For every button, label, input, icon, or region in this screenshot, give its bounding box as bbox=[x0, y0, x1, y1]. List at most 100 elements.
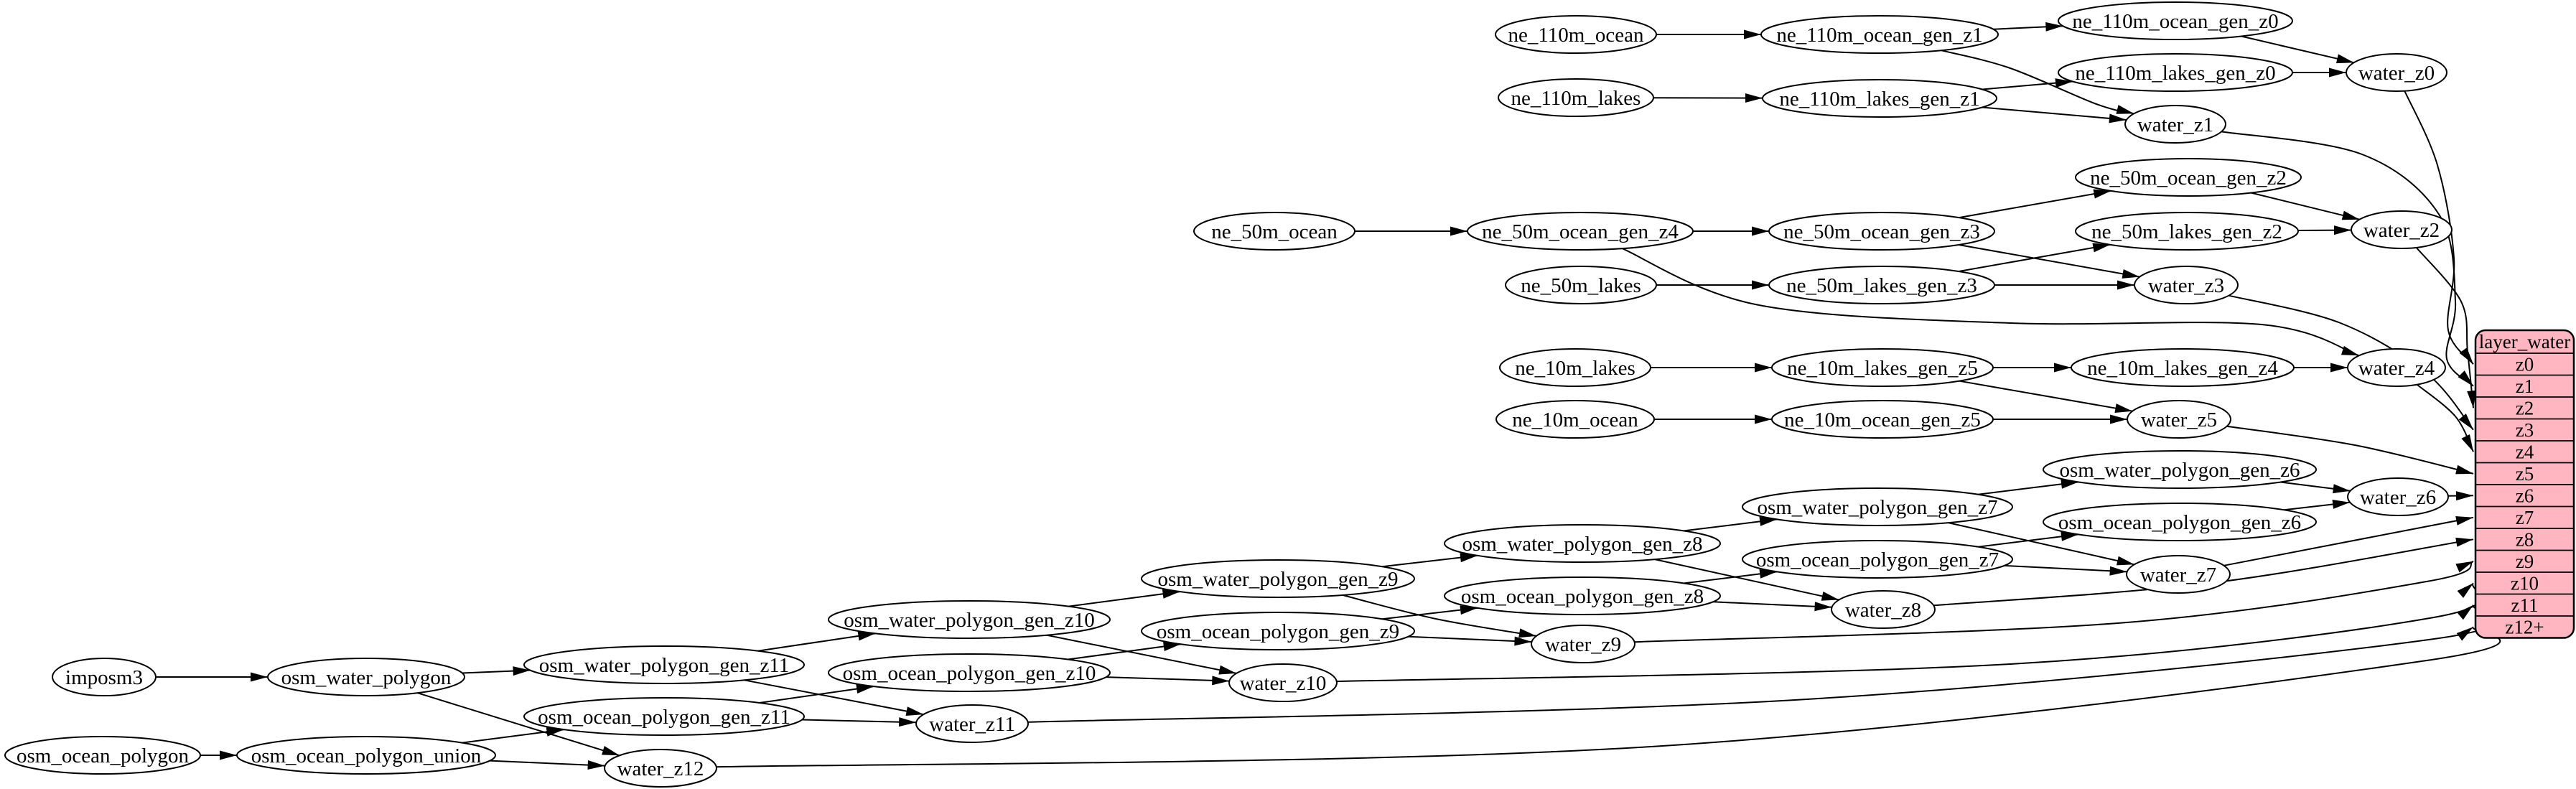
node-label: water_z1 bbox=[2137, 113, 2213, 136]
node-label: water_z5 bbox=[2141, 408, 2217, 431]
layer-water-row-z12plus: z12+ bbox=[2505, 616, 2544, 638]
node-ellipse bbox=[1228, 663, 1338, 702]
node-label: ne_50m_ocean_gen_z4 bbox=[1482, 220, 1679, 243]
node-ne_10m_lakes: ne_10m_lakes bbox=[1499, 348, 1651, 387]
edge-osm_water_polygon_gen_z8-to-water_z8 bbox=[1654, 559, 1839, 601]
edge-water_z4-to-layer_water-z4 bbox=[2416, 383, 2474, 452]
node-label: osm_ocean_polygon_gen_z10 bbox=[843, 662, 1096, 685]
edge-osm_ocean_polygon_gen_z8-to-osm_ocean_polygon_gen_z7 bbox=[1684, 569, 1778, 584]
edge-water_z5-to-layer_water-z5 bbox=[2226, 425, 2474, 475]
edge-osm_water_polygon_gen_z9-to-osm_water_polygon_gen_z8 bbox=[1382, 553, 1478, 568]
node-label: osm_ocean_polygon_gen_z11 bbox=[538, 706, 790, 729]
node-water_z5: water_z5 bbox=[2127, 400, 2231, 439]
node-ellipse bbox=[828, 600, 1111, 639]
edge-osm_ocean_polygon_gen_z7-to-water_z7 bbox=[2004, 564, 2127, 576]
edge-osm_ocean_polygon_gen_z9-to-osm_ocean_polygon_gen_z8 bbox=[1382, 605, 1478, 620]
layer-water-table-title: layer_water bbox=[2479, 331, 2570, 353]
edge-water_z12-to-layer_water-z12+ bbox=[716, 626, 2501, 768]
layer-water-row-z5: z5 bbox=[2516, 463, 2534, 485]
node-ellipse bbox=[2075, 158, 2302, 197]
layer-water-row-z6: z6 bbox=[2516, 485, 2534, 506]
node-label: osm_water_polygon_gen_z6 bbox=[2059, 459, 2300, 482]
node-label: osm_ocean_polygon_gen_z7 bbox=[1756, 548, 1999, 571]
node-label: ne_110m_ocean_gen_z0 bbox=[2072, 10, 2278, 33]
node-ellipse bbox=[1467, 212, 1694, 251]
node-ellipse bbox=[2351, 210, 2453, 249]
node-ellipse bbox=[1742, 487, 2013, 526]
node-osm_water_polygon_gen_z11: osm_water_polygon_gen_z11 bbox=[523, 645, 805, 684]
edge-ne_110m_lakes_gen_z1-to-water_z1 bbox=[1982, 106, 2127, 123]
node-label: ne_50m_ocean bbox=[1211, 220, 1338, 243]
node-label: imposm3 bbox=[65, 666, 143, 689]
node-osm_ocean_polygon_gen_z8: osm_ocean_polygon_gen_z8 bbox=[1444, 576, 1721, 615]
node-ne_110m_lakes_gen_z0: ne_110m_lakes_gen_z0 bbox=[2058, 53, 2293, 92]
edge-osm_water_polygon_gen_z9-to-water_z9 bbox=[1342, 594, 1537, 638]
node-ne_50m_lakes_gen_z2: ne_50m_lakes_gen_z2 bbox=[2075, 212, 2299, 251]
edge-osm_water_polygon_gen_z6-to-water_z6 bbox=[2280, 481, 2351, 494]
edge-osm_ocean_polygon_union-to-water_z12 bbox=[490, 760, 605, 770]
node-ne_50m_ocean_gen_z2: ne_50m_ocean_gen_z2 bbox=[2075, 158, 2302, 197]
node-ellipse bbox=[2127, 400, 2231, 439]
layer-water-table: layer_waterz0z1z2z3z4z5z6z7z8z9z10z11z12… bbox=[2474, 329, 2575, 639]
node-label: ne_110m_lakes_gen_z0 bbox=[2075, 62, 2275, 85]
node-water_z11: water_z11 bbox=[915, 704, 1029, 743]
node-ellipse bbox=[1768, 212, 1995, 251]
edge-water_z7-to-layer_water-z7 bbox=[2223, 515, 2474, 566]
node-osm_water_polygon_gen_z8: osm_water_polygon_gen_z8 bbox=[1444, 524, 1721, 563]
edges-layer bbox=[156, 22, 2501, 770]
node-label: osm_water_polygon_gen_z10 bbox=[844, 609, 1095, 632]
node-label: osm_water_polygon_gen_z9 bbox=[1157, 568, 1398, 591]
node-label: ne_10m_ocean_gen_z5 bbox=[1784, 408, 1981, 431]
edge-water_z6-to-layer_water-z6 bbox=[2447, 491, 2474, 501]
edge-ne_50m_ocean_gen_z3-to-water_z3 bbox=[1959, 244, 2140, 279]
node-ellipse bbox=[2124, 105, 2226, 144]
edge-osm_ocean_polygon_gen_z11-to-osm_ocean_polygon_gen_z10 bbox=[759, 684, 874, 704]
edge-osm_water_polygon_gen_z7-to-osm_water_polygon_gen_z6 bbox=[1978, 479, 2079, 495]
edge-water_z0-to-layer_water-z0 bbox=[2404, 90, 2474, 365]
node-ne_10m_ocean: ne_10m_ocean bbox=[1495, 400, 1655, 439]
node-ellipse bbox=[2058, 1, 2293, 40]
edge-osm_ocean_polygon_gen_z7-to-osm_ocean_polygon_gen_z6 bbox=[1978, 531, 2079, 548]
node-water_z1: water_z1 bbox=[2124, 105, 2226, 144]
node-label: ne_110m_ocean bbox=[1508, 24, 1644, 47]
node-ellipse bbox=[604, 749, 717, 788]
node-water_z4: water_z4 bbox=[2347, 348, 2446, 387]
node-osm_ocean_polygon_gen_z7: osm_ocean_polygon_gen_z7 bbox=[1742, 540, 2013, 579]
node-label: osm_ocean_polygon_gen_z9 bbox=[1157, 620, 1399, 643]
node-ne_50m_lakes: ne_50m_lakes bbox=[1505, 266, 1657, 304]
node-label: water_z7 bbox=[2140, 564, 2216, 587]
node-label: osm_water_polygon_gen_z7 bbox=[1757, 496, 1997, 519]
layer-water-row-z3: z3 bbox=[2516, 419, 2534, 441]
edge-osm_water_polygon_gen_z11-to-osm_water_polygon_gen_z10 bbox=[757, 631, 876, 652]
node-ellipse bbox=[1531, 625, 1635, 663]
node-label: osm_ocean_polygon_gen_z6 bbox=[2058, 511, 2301, 534]
node-osm_ocean_polygon_union: osm_ocean_polygon_union bbox=[236, 736, 496, 775]
node-ne_110m_lakes_gen_z1: ne_110m_lakes_gen_z1 bbox=[1762, 79, 1997, 118]
edge-osm_water_polygon_gen_z11-to-water_z11 bbox=[744, 679, 924, 716]
edge-water_z9-to-layer_water-z9 bbox=[1634, 560, 2474, 643]
node-ellipse bbox=[2075, 212, 2299, 251]
node-ne_10m_ocean_gen_z5: ne_10m_ocean_gen_z5 bbox=[1771, 400, 1994, 439]
node-ellipse bbox=[2346, 53, 2447, 92]
node-ellipse bbox=[2058, 53, 2293, 92]
node-label: ne_110m_lakes_gen_z1 bbox=[1779, 88, 1979, 111]
edge-osm_water_polygon-to-water_z12 bbox=[417, 692, 620, 757]
node-ellipse bbox=[1505, 266, 1657, 304]
node-ne_110m_ocean_gen_z1: ne_110m_ocean_gen_z1 bbox=[1760, 15, 1999, 54]
edge-ne_50m_ocean_gen_z4-to-water_z4 bbox=[1622, 248, 2360, 357]
node-osm_ocean_polygon: osm_ocean_polygon bbox=[4, 736, 201, 775]
node-label: osm_ocean_polygon_gen_z8 bbox=[1461, 585, 1704, 608]
layer-water-row-z7: z7 bbox=[2516, 507, 2534, 528]
edge-osm_water_polygon-to-osm_water_polygon_gen_z11 bbox=[462, 666, 531, 676]
node-ellipse bbox=[1193, 212, 1355, 251]
node-label: water_z8 bbox=[1845, 599, 1921, 622]
node-label: osm_water_polygon_gen_z11 bbox=[539, 654, 789, 677]
edge-osm_water_polygon_gen_z8-to-osm_water_polygon_gen_z7 bbox=[1684, 516, 1778, 532]
layer-water-row-z10: z10 bbox=[2511, 572, 2539, 594]
node-ellipse bbox=[915, 704, 1029, 743]
node-label: ne_110m_lakes bbox=[1511, 87, 1641, 110]
node-ellipse bbox=[2134, 266, 2239, 304]
node-ellipse bbox=[236, 736, 496, 775]
